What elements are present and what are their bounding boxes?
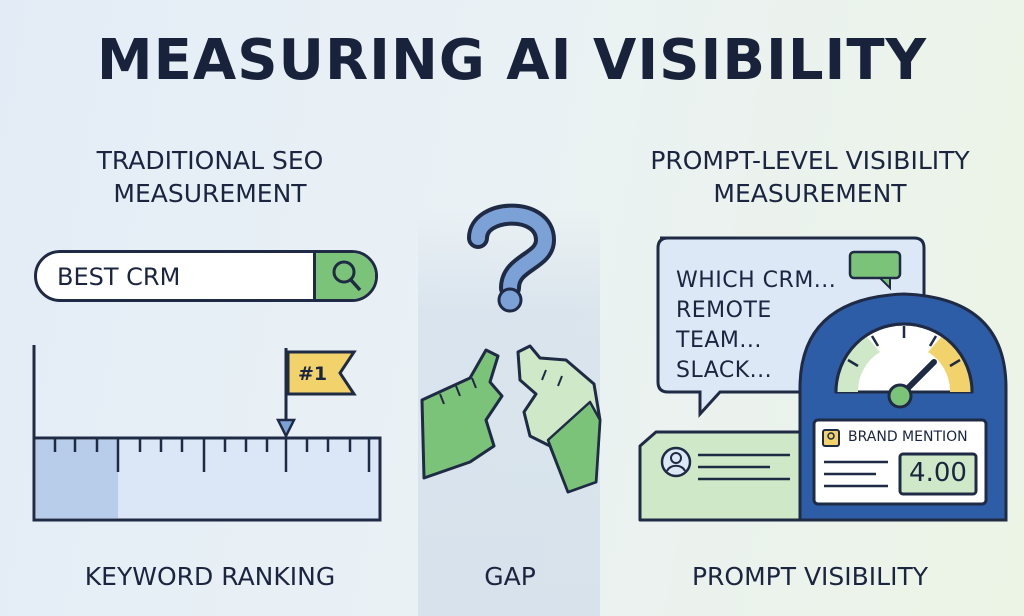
search-query: BEST CRM — [57, 263, 181, 291]
brand-mention-label: BRAND MENTION — [848, 429, 968, 445]
search-button[interactable] — [313, 253, 375, 299]
prompt-line: WHICH CRM... — [676, 268, 837, 293]
prompt-line: TEAM... — [676, 328, 762, 353]
badge-icon — [822, 429, 840, 447]
visibility-score: 4.00 — [909, 458, 967, 488]
page-title: MEASURING AI VISIBILITY — [96, 28, 928, 93]
prompt-line: SLACK... — [676, 358, 773, 383]
ruler — [32, 345, 382, 522]
prompt-text: WHICH CRM... REMOTE TEAM... SLACK... — [676, 266, 836, 386]
keyword-ranking-label: KEYWORD RANKING — [84, 562, 336, 591]
brand-mention-card — [812, 418, 988, 506]
prompt-level-heading: PROMPT-LEVEL VISIBILITY MEASUREMENT — [610, 144, 1010, 210]
flag-icon — [275, 348, 357, 439]
search-bar[interactable]: BEST CRM — [34, 250, 378, 302]
gap-label: GAP — [484, 562, 536, 591]
rank-flag-label: #1 — [298, 363, 328, 385]
prompt-line: REMOTE — [676, 298, 772, 323]
question-mark-icon — [467, 203, 557, 313]
prompt-visibility-label: PROMPT VISIBILITY — [691, 562, 929, 591]
prompt-level-heading-line2: MEASUREMENT — [713, 179, 907, 208]
traditional-seo-heading-line1: TRADITIONAL SEO — [96, 146, 324, 175]
traditional-seo-heading: TRADITIONAL SEO MEASUREMENT — [60, 144, 360, 210]
prompt-level-heading-line1: PROMPT-LEVEL VISIBILITY — [650, 146, 970, 175]
traditional-seo-heading-line2: MEASUREMENT — [113, 179, 307, 208]
torn-tape-icon — [420, 344, 602, 494]
